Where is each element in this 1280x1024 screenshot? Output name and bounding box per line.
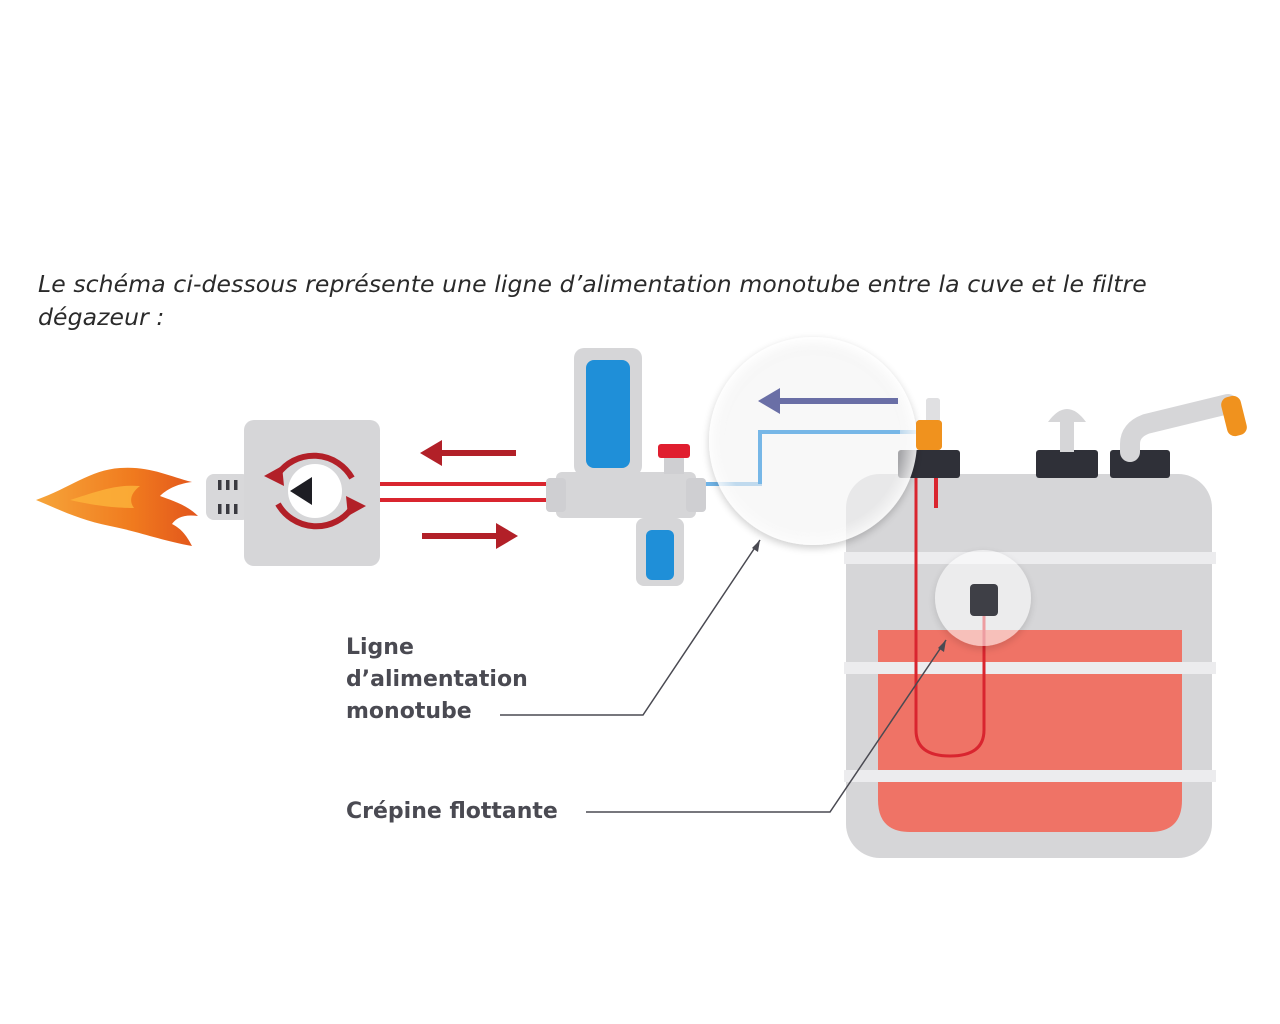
flame-icon xyxy=(36,467,198,546)
supply-line-label-3: monotube xyxy=(346,699,472,724)
strainer-label: Crépine flottante xyxy=(346,799,558,824)
burner-nozzle xyxy=(206,474,250,520)
supply-line-magnifier xyxy=(709,337,917,545)
flow-arrow-blue xyxy=(758,388,898,414)
burner-pump xyxy=(244,420,380,566)
floating-strainer xyxy=(970,584,998,616)
supply-line-callout xyxy=(500,539,761,716)
flow-arrow-left xyxy=(420,440,516,466)
tank-fitting-top xyxy=(926,398,940,424)
suction-tube xyxy=(914,478,986,758)
strainer-callout xyxy=(586,639,947,813)
tank-fitting-body xyxy=(916,420,942,450)
degassing-filter xyxy=(546,348,706,586)
intro-text: Le schéma ci-dessous représente une lign… xyxy=(38,270,1147,331)
return-and-supply-pipes xyxy=(380,482,556,502)
supply-line-label-2: d’alimentation xyxy=(346,667,528,692)
fuel-tank xyxy=(844,394,1247,858)
flow-arrow-right xyxy=(422,523,518,549)
supply-line-label-1: Ligne xyxy=(346,635,414,660)
